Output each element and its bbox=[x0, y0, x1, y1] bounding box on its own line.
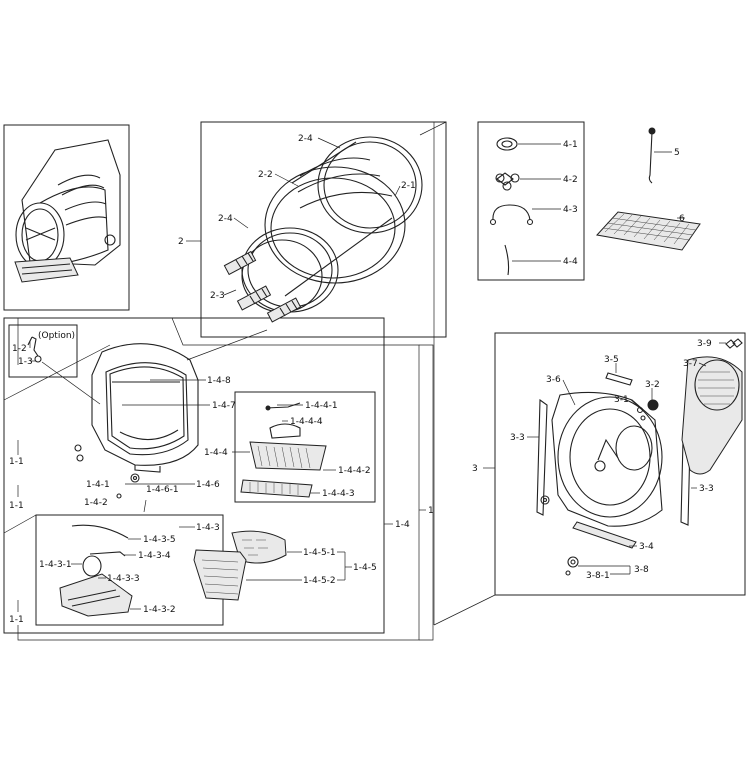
label-4-1: 4-1 bbox=[563, 140, 578, 150]
label-1-4: 1-4 bbox=[395, 520, 410, 530]
frames bbox=[3, 121, 746, 641]
label-1-4-3-3: 1-4-3-3 bbox=[107, 574, 140, 584]
label-3-3-right: 3-3 bbox=[699, 484, 714, 494]
drum-guide-line-c bbox=[433, 594, 496, 626]
label-1-1-a: 1-1 bbox=[9, 457, 24, 467]
rear-assembly-illustration bbox=[536, 338, 743, 576]
front-assembly-illustration bbox=[27, 336, 327, 617]
front-panel-inner-frame bbox=[234, 391, 376, 503]
label-1-4-1: 1-4-1 bbox=[86, 480, 110, 490]
label-3-8-1: 3-8-1 bbox=[586, 571, 610, 581]
label-5: 5 bbox=[674, 148, 680, 158]
option-callout-frame bbox=[8, 324, 78, 378]
label-1-4-5-1: 1-4-5-1 bbox=[303, 548, 336, 558]
label-6: 6 bbox=[679, 214, 685, 224]
label-4-2: 4-2 bbox=[563, 175, 578, 185]
front-assembly-frame bbox=[3, 317, 385, 634]
accessories-frame bbox=[477, 121, 585, 281]
label-3-3-left: 3-3 bbox=[510, 433, 525, 443]
drum-assembly-illustration bbox=[223, 136, 423, 323]
label-1-4-4-1: 1-4-4-1 bbox=[305, 401, 338, 411]
label-option: (Option) bbox=[38, 331, 75, 341]
accessories-illustration bbox=[489, 127, 701, 276]
label-2-1: 2-1 bbox=[401, 181, 416, 191]
label-1-4-3-2: 1-4-3-2 bbox=[143, 605, 176, 615]
label-1-4-4-4: 1-4-4-4 bbox=[290, 417, 323, 427]
label-1-4-4: 1-4-4 bbox=[204, 448, 228, 458]
drum-guide-line-d bbox=[419, 121, 447, 136]
label-1-3: 1-3 bbox=[18, 357, 33, 367]
label-2: 2 bbox=[178, 237, 184, 247]
label-1-1-c: 1-1 bbox=[9, 615, 24, 625]
label-1-1-b: 1-1 bbox=[9, 501, 24, 511]
label-1-4-4-2: 1-4-4-2 bbox=[338, 466, 371, 476]
label-1-4-7: 1-4-7 bbox=[212, 401, 236, 411]
label-1-2: 1-2 bbox=[12, 344, 27, 354]
label-4-4: 4-4 bbox=[563, 257, 578, 267]
label-1: 1 bbox=[428, 506, 434, 516]
frame1-diag-bottom bbox=[3, 514, 37, 534]
label-3-1: 3-1 bbox=[614, 395, 629, 405]
label-3: 3 bbox=[472, 464, 478, 474]
label-3-2: 3-2 bbox=[645, 380, 660, 390]
label-2-3: 2-3 bbox=[210, 291, 225, 301]
label-1-4-4-3: 1-4-4-3 bbox=[322, 489, 355, 499]
label-3-5: 3-5 bbox=[604, 355, 619, 365]
label-1-4-8: 1-4-8 bbox=[207, 376, 231, 386]
label-3-4: 3-4 bbox=[639, 542, 654, 552]
overview-frame bbox=[3, 124, 130, 311]
rear-frame bbox=[494, 332, 746, 596]
label-2-4-left: 2-4 bbox=[218, 214, 233, 224]
label-1-4-5-2: 1-4-5-2 bbox=[303, 576, 336, 586]
part-labels: 2-4 2-2 2-1 2-4 2 2-3 4-1 4-2 4-3 4-4 5 … bbox=[9, 134, 714, 625]
drum-frame bbox=[200, 121, 447, 338]
label-3-9: 3-9 bbox=[697, 339, 712, 349]
label-1-4-3: 1-4-3 bbox=[196, 523, 220, 533]
label-3-7: 3-7 bbox=[683, 359, 698, 369]
label-2-4-top: 2-4 bbox=[298, 134, 313, 144]
label-4-3: 4-3 bbox=[563, 205, 578, 215]
label-3-8: 3-8 bbox=[634, 565, 649, 575]
overview-dryer-illustration bbox=[14, 139, 121, 283]
filter-duct-inner-frame bbox=[35, 514, 224, 626]
label-2-2: 2-2 bbox=[258, 170, 273, 180]
assembly-1-bracket bbox=[17, 317, 420, 641]
label-1-4-3-5: 1-4-3-5 bbox=[143, 535, 176, 545]
label-1-4-6-1: 1-4-6-1 bbox=[146, 485, 179, 495]
label-1-4-3-4: 1-4-3-4 bbox=[138, 551, 171, 561]
drum-to-front-line bbox=[186, 329, 268, 361]
assembly-1-bracket-right bbox=[419, 344, 434, 641]
label-1-4-5: 1-4-5 bbox=[353, 563, 377, 573]
label-1-4-2: 1-4-2 bbox=[84, 498, 108, 508]
label-3-6: 3-6 bbox=[546, 375, 561, 385]
label-1-4-6: 1-4-6 bbox=[196, 480, 220, 490]
label-1-4-3-1: 1-4-3-1 bbox=[39, 560, 72, 570]
leader-lines bbox=[17, 137, 726, 612]
